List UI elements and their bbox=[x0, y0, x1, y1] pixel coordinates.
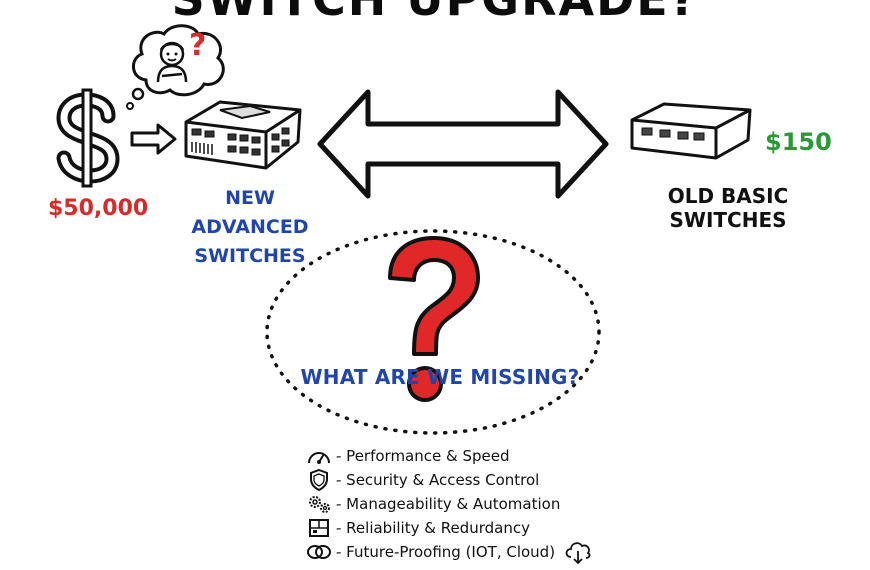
old-switch-price: $150 bbox=[765, 128, 832, 156]
advanced-switch-image bbox=[184, 100, 302, 170]
cloud-download-icon bbox=[561, 541, 595, 565]
feature-label: - Security & Access Control bbox=[336, 471, 540, 489]
feature-item-manageability: - Manageability & Automation bbox=[302, 492, 595, 516]
page-title: SWITCH UPGRADE? bbox=[0, 0, 870, 26]
feature-list: - Performance & Speed - Security & Acces… bbox=[302, 444, 595, 565]
new-switch-price: $50,000 bbox=[48, 196, 149, 221]
speedometer-icon bbox=[302, 445, 336, 467]
new-switch-label-line2: SWITCHES bbox=[194, 245, 306, 267]
new-switch-label: NEW ADVANCED SWITCHES bbox=[165, 184, 335, 271]
links-icon bbox=[302, 541, 336, 563]
dotted-ellipse bbox=[265, 229, 601, 435]
double-headed-arrow bbox=[317, 89, 609, 199]
gears-icon bbox=[302, 493, 336, 515]
thinking-person-bubble bbox=[126, 24, 225, 110]
thought-question-mark: ? bbox=[189, 28, 207, 63]
shield-icon bbox=[302, 469, 336, 491]
feature-item-performance: - Performance & Speed bbox=[302, 444, 595, 468]
small-right-arrow-icon bbox=[130, 123, 177, 155]
basic-switch-image bbox=[630, 102, 752, 160]
feature-label: - Future-Proofing (IOT, Cloud) bbox=[336, 543, 556, 561]
old-switch-label: OLD BASIC SWITCHES bbox=[667, 184, 789, 232]
feature-label: - Reliability & Redurdancy bbox=[336, 519, 530, 537]
feature-label: - Performance & Speed bbox=[336, 447, 510, 465]
question-mark-icon bbox=[388, 236, 480, 402]
new-switch-label-line1: NEW ADVANCED bbox=[191, 187, 309, 238]
redundancy-icon bbox=[302, 517, 336, 539]
feature-item-security: - Security & Access Control bbox=[302, 468, 595, 492]
feature-item-future-proofing: - Future-Proofing (IOT, Cloud) bbox=[302, 540, 595, 565]
dollar-sign-icon bbox=[56, 88, 120, 188]
what-are-we-missing-text: WHAT ARE WE MISSING? bbox=[300, 365, 580, 389]
feature-item-reliability: - Reliability & Redurdancy bbox=[302, 516, 595, 540]
feature-label: - Manageability & Automation bbox=[336, 495, 561, 513]
